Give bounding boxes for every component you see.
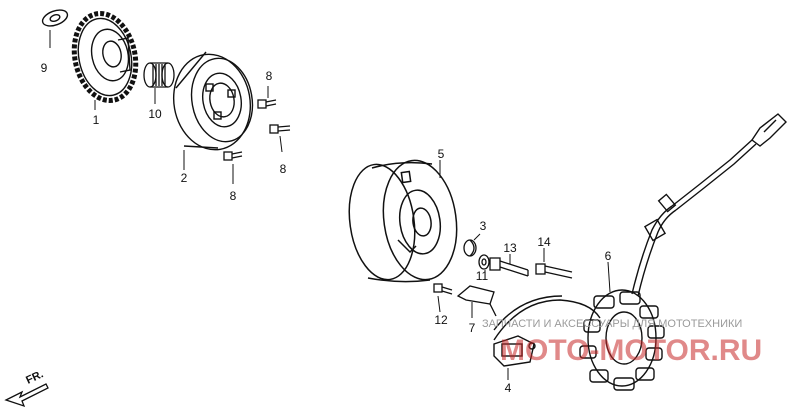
part-6-stator [579, 289, 665, 391]
part-3-key [463, 239, 477, 257]
callout-1: 1 [93, 113, 100, 127]
part-2-starter-clutch [172, 51, 254, 151]
callout-10: 12 [434, 313, 448, 327]
part-9-bolt [489, 257, 529, 277]
bolt-8-top [257, 99, 277, 109]
callout-14: 14 [537, 235, 551, 249]
callout-9: 13 [503, 241, 517, 255]
callout-6: 6 [605, 249, 612, 263]
callout-11: 9 [41, 61, 48, 75]
part-13-washer [478, 254, 490, 270]
part-4-pulse-generator [493, 335, 536, 367]
callout-7: 7 [469, 321, 476, 335]
wiring-harness [493, 113, 787, 341]
callout-4: 4 [505, 381, 512, 395]
leader-lines [49, 30, 611, 380]
bolt-8-bottom [223, 151, 243, 161]
callout-8-middle: 8 [280, 162, 287, 176]
bolt-8-middle [269, 124, 291, 134]
callout-2: 2 [181, 171, 188, 185]
watermark-line2: MOTO-MOTOR.RU [500, 334, 762, 367]
callout-3: 3 [480, 219, 487, 233]
callout-13: 11 [476, 269, 489, 283]
fr-label: FR. [24, 368, 45, 386]
front-direction-arrow: FR. [4, 368, 49, 408]
callout-12: 10 [148, 107, 162, 121]
part-14-bolt [535, 263, 573, 279]
part-7-bracket [456, 285, 497, 317]
part-10-bolt [433, 283, 453, 295]
watermark: ЗАПЧАСТИ И АКСЕССУАРЫ ДЛЯ МОТОТЕХНИКИ MO… [482, 318, 762, 367]
part-1-starter-gear [71, 11, 139, 103]
callout-8-top: 8 [266, 69, 273, 83]
callout-8-bottom: 8 [230, 189, 237, 203]
part-12-needle-bearing [143, 62, 175, 88]
watermark-line1: ЗАПЧАСТИ И АКСЕССУАРЫ ДЛЯ МОТОТЕХНИКИ [482, 318, 742, 330]
part-5-flywheel [348, 159, 458, 283]
callout-5: 5 [438, 147, 445, 161]
part-11-washer [41, 9, 69, 27]
